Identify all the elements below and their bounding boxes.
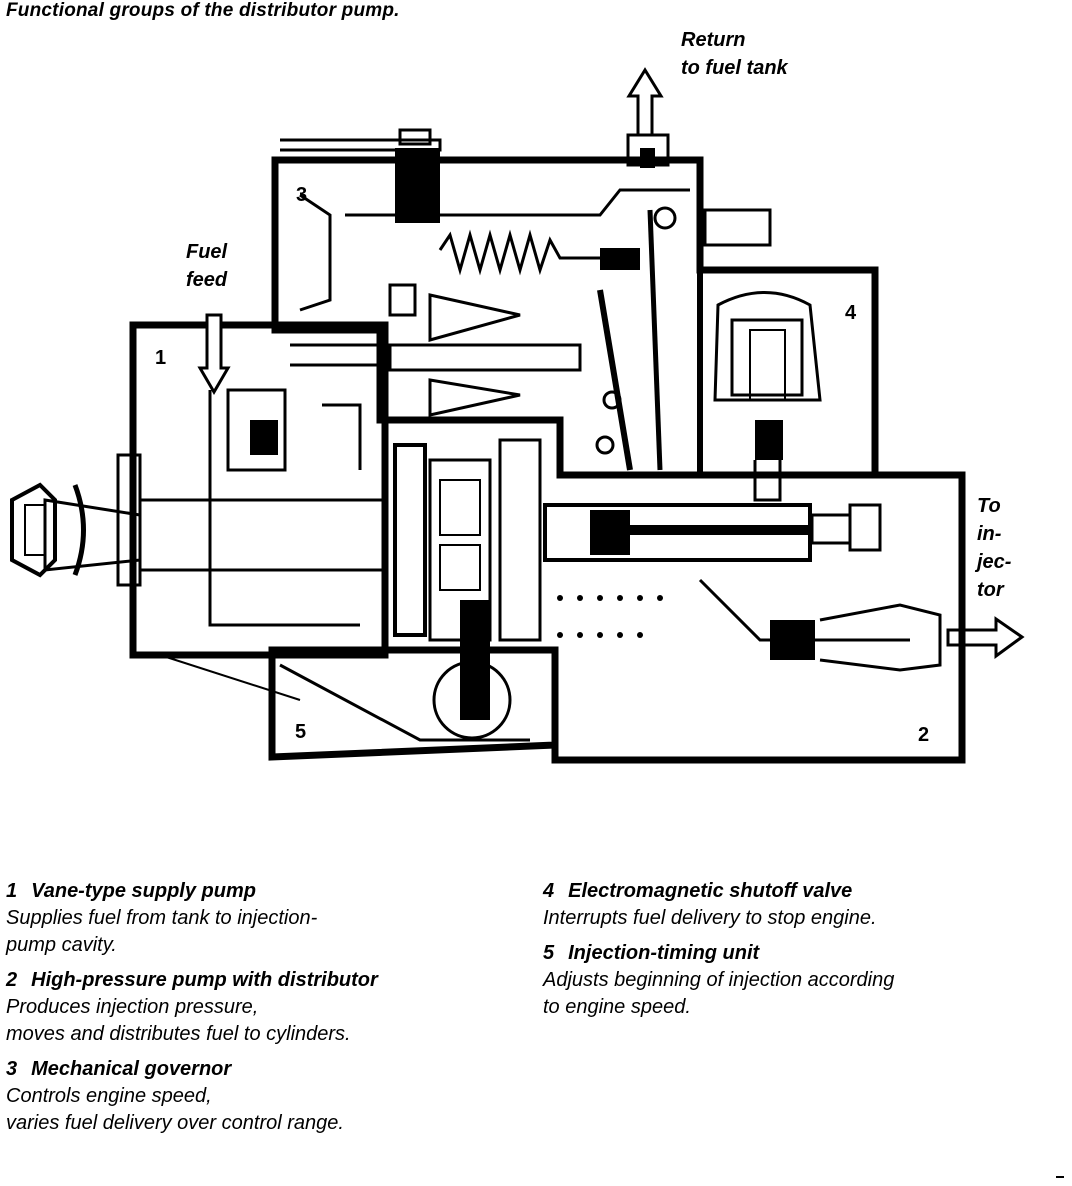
to-injector-label: To in- jec- tor [977,495,1012,601]
legend-title: Injection-timing unit [568,942,760,964]
group-1-outline [129,321,389,659]
legend-number: 5 [543,942,555,964]
legend-number: 2 [6,969,18,991]
legend-title: Electromagnetic shutoff valve [568,880,853,902]
legend-number: 1 [6,880,18,902]
group-number-5: 5 [295,721,307,743]
return-to-fuel-tank-label: Return to fuel tank [681,29,788,79]
group-number-4: 4 [845,302,857,324]
legend-description: Supplies fuel from tank to injection- pu… [6,907,318,956]
legend-title: High-pressure pump with distributor [31,969,378,991]
group-number-3: 3 [296,184,308,206]
distributor-pump-cutaway [10,67,1025,764]
group-3-outline [271,156,879,479]
legend-title: Vane-type supply pump [31,880,256,902]
legend-description: Adjusts beginning of injection according… [543,969,895,1018]
group-number-1: 1 [155,347,167,369]
legend-number: 4 [543,880,555,902]
legend-item: 4 Electromagnetic shutoff valve Interrupt… [543,878,1063,932]
to-injector-arrow [946,616,1025,659]
legend-number: 3 [6,1058,18,1080]
group-number-2: 2 [918,724,930,746]
legend-description: Produces injection pressure, moves and d… [6,996,351,1045]
figure-caption: Functional groups of the distributor pum… [6,0,400,21]
legend-description: Interrupts fuel delivery to stop engine. [543,907,877,929]
legend-item: 2 High-pressure pump with distributor Pro… [6,967,526,1048]
fuel-feed-label: Fuel feed [186,241,228,291]
legend-right: 4 Electromagnetic shutoff valve Interrupt… [543,878,1063,1029]
legend-description: Controls engine speed, varies fuel deliv… [6,1085,344,1134]
return-arrow [626,67,664,137]
corner-mark [1056,1176,1064,1178]
legend-item: 1 Vane-type supply pump Supplies fuel fro… [6,878,526,959]
legend-item: 5 Injection-timing unit Adjusts beginning… [543,940,1063,1021]
legend-left: 1 Vane-type supply pump Supplies fuel fro… [6,878,526,1145]
legend-title: Mechanical governor [31,1058,232,1080]
legend-item: 3 Mechanical governor Controls engine spe… [6,1056,526,1137]
